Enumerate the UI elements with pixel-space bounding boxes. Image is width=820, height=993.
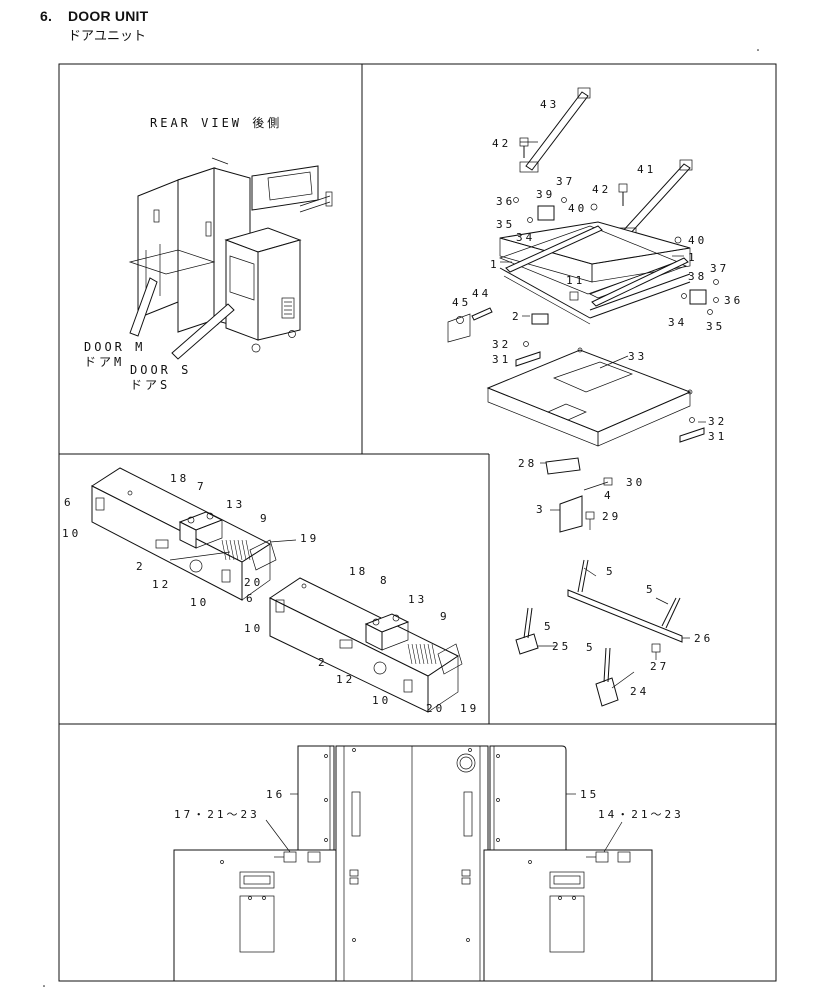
callout-27: 27 — [650, 660, 669, 673]
top-assembly-drawing — [447, 87, 719, 707]
callout-16: 16 — [266, 788, 285, 801]
front-doors-callouts: 16 15 17・21～23 14・21～23 — [174, 788, 684, 821]
callout-1: 1 — [490, 258, 500, 271]
hinge-callouts: 18 7 6 13 10 9 19 2 12 20 10 18 8 6 13 1… — [62, 472, 479, 715]
callout-10d: 10 — [372, 694, 391, 707]
callout-42: 42 — [492, 137, 511, 150]
callout-20: 20 — [244, 576, 263, 589]
callout-2: 2 — [512, 310, 522, 323]
callout-35b: 35 — [706, 320, 725, 333]
callout-29: 29 — [602, 510, 621, 523]
callout-5d: 5 — [586, 641, 596, 654]
callout-28: 28 — [518, 457, 537, 470]
callout-26: 26 — [694, 632, 713, 645]
rear-view-title: REAR VIEW 後側 — [150, 116, 282, 130]
callout-40b: 40 — [688, 234, 707, 247]
front-doors-panel: 16 15 17・21～23 14・21～23 — [173, 745, 684, 982]
callout-5c: 5 — [544, 620, 554, 633]
callout-45: 45 — [452, 296, 471, 309]
page-header: 6. DOOR UNIT ドアユニット — [40, 8, 148, 44]
door-s-label: DOOR S — [130, 363, 191, 377]
top-assembly-panel: 43 42 37 39 36 40 42 41 35 34 40 1 1 38 … — [447, 87, 743, 707]
callout-2b: 2 — [318, 656, 328, 669]
callout-11: 11 — [566, 274, 585, 287]
callout-36: 36 — [496, 195, 515, 208]
callout-6: 6 — [64, 496, 74, 509]
callout-35: 35 — [496, 218, 515, 231]
callout-44: 44 — [472, 287, 491, 300]
callout-10c: 10 — [244, 622, 263, 635]
section-title-text: DOOR UNIT — [68, 8, 149, 24]
callout-4: 4 — [604, 489, 614, 502]
front-doors-drawing — [173, 745, 653, 982]
hinge-drawing-upper — [90, 467, 297, 601]
callout-30: 30 — [626, 476, 645, 489]
callout-37: 37 — [556, 175, 575, 188]
callout-38: 38 — [688, 270, 707, 283]
callout-7: 7 — [197, 480, 207, 493]
section-number: 6. — [40, 8, 53, 24]
callout-19: 19 — [300, 532, 319, 545]
callout-10: 10 — [62, 527, 81, 540]
callout-31b: 31 — [708, 430, 727, 443]
callout-20b: 20 — [426, 702, 445, 715]
callout-12b: 12 — [336, 673, 355, 686]
callout-41: 41 — [637, 163, 656, 176]
callout-15: 15 — [580, 788, 599, 801]
callout-43: 43 — [540, 98, 559, 111]
machine-rear-drawing — [128, 157, 333, 353]
rear-view-panel: REAR VIEW 後側 — [84, 116, 333, 392]
callout-5a: 5 — [606, 565, 616, 578]
callout-31: 31 — [492, 353, 511, 366]
callout-12: 12 — [152, 578, 171, 591]
hinge-panel: 18 7 6 13 10 9 19 2 12 20 10 18 8 6 13 1… — [62, 467, 479, 715]
callout-9b: 9 — [440, 610, 450, 623]
section-subtitle: ドアユニット — [68, 29, 147, 44]
callout-18: 18 — [170, 472, 189, 485]
callout-19b: 19 — [460, 702, 479, 715]
callout-25: 25 — [552, 640, 571, 653]
callout-13: 13 — [226, 498, 245, 511]
callout-40: 40 — [568, 202, 587, 215]
callout-37b: 37 — [710, 262, 729, 275]
callout-13b: 13 — [408, 593, 427, 606]
top-assembly-callouts: 43 42 37 39 36 40 42 41 35 34 40 1 1 38 … — [452, 98, 743, 698]
callout-32: 32 — [492, 338, 511, 351]
callout-6b: 6 — [246, 592, 256, 605]
door-m-label: DOOR M — [84, 340, 145, 354]
callout-1b: 1 — [688, 251, 698, 264]
callout-34b: 34 — [668, 316, 687, 329]
door-s-label-jp: ドアS — [130, 378, 170, 392]
callout-34: 34 — [516, 231, 535, 244]
callout-32b: 32 — [708, 415, 727, 428]
callout-8: 8 — [380, 574, 390, 587]
callout-24: 24 — [630, 685, 649, 698]
callout-36b: 36 — [724, 294, 743, 307]
callout-5b: 5 — [646, 583, 656, 596]
callout-17-21-23: 17・21～23 — [174, 808, 260, 821]
door-m-label-jp: ドアM — [84, 355, 124, 369]
callout-33: 33 — [628, 350, 647, 363]
callout-14-21-23: 14・21～23 — [598, 808, 684, 821]
hinge-drawing-lower — [269, 577, 463, 713]
section-title: 6. DOOR UNIT — [40, 8, 148, 24]
callout-9: 9 — [260, 512, 270, 525]
callout-3: 3 — [536, 503, 546, 516]
door-m-pointer-arrow — [129, 277, 158, 337]
callout-39: 39 — [536, 188, 555, 201]
door-s-pointer-arrow — [171, 303, 235, 360]
callout-10b: 10 — [190, 596, 209, 609]
callout-42b: 42 — [592, 183, 611, 196]
callout-18b: 18 — [349, 565, 368, 578]
callout-2: 2 — [136, 560, 146, 573]
